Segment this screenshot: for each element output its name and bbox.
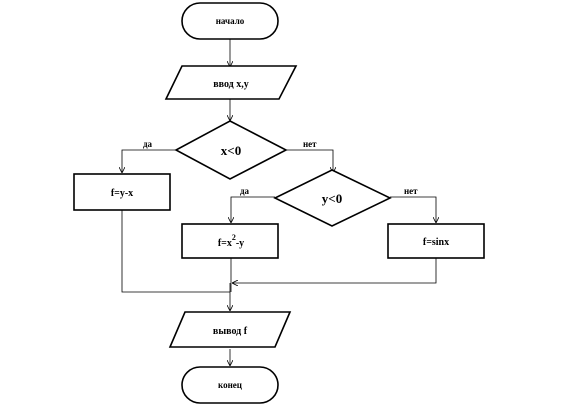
process-f-y-minus-x: f=y-x [73,173,171,211]
cond2-yes-label: да [240,186,250,196]
proc2-exponent: 2 [232,233,236,242]
input-label: ввод x,y [213,79,249,90]
input-block: ввод x,y [164,65,298,100]
proc1-label: f=y-x [111,188,133,199]
connectors [122,39,436,365]
cond1-label: x<0 [221,143,241,158]
start-terminator: начало [181,2,279,40]
proc2-label: f=x2-y [218,233,244,249]
process-f-sinx: f=sinx [387,223,485,259]
output-block: вывод f [168,311,292,348]
connector-cond2-no [390,196,436,222]
cond2-no-label: нет [404,186,418,196]
process-f-x-squared-minus-y: f=x2-y [181,223,279,259]
cond1-yes-label: да [143,139,153,149]
connector-cond1-yes [122,149,176,172]
connector-cond2-yes [231,196,275,222]
connector-proc1-merge [121,210,230,293]
connector-cond1-no [286,149,333,172]
proc3-label: f=sinx [423,237,449,248]
connector-proc3-merge [233,258,437,283]
end-label: конец [218,380,243,390]
proc2-base: f=x [218,238,232,249]
end-terminator: конец [181,366,279,404]
decision-y-negative: y<0 [273,169,392,227]
proc2-tail: -y [236,238,244,249]
start-label: начало [216,16,245,26]
decision-x-negative: x<0 [174,120,288,180]
output-label: вывод f [213,326,248,337]
cond2-label: y<0 [322,191,342,206]
cond1-no-label: нет [303,139,317,149]
